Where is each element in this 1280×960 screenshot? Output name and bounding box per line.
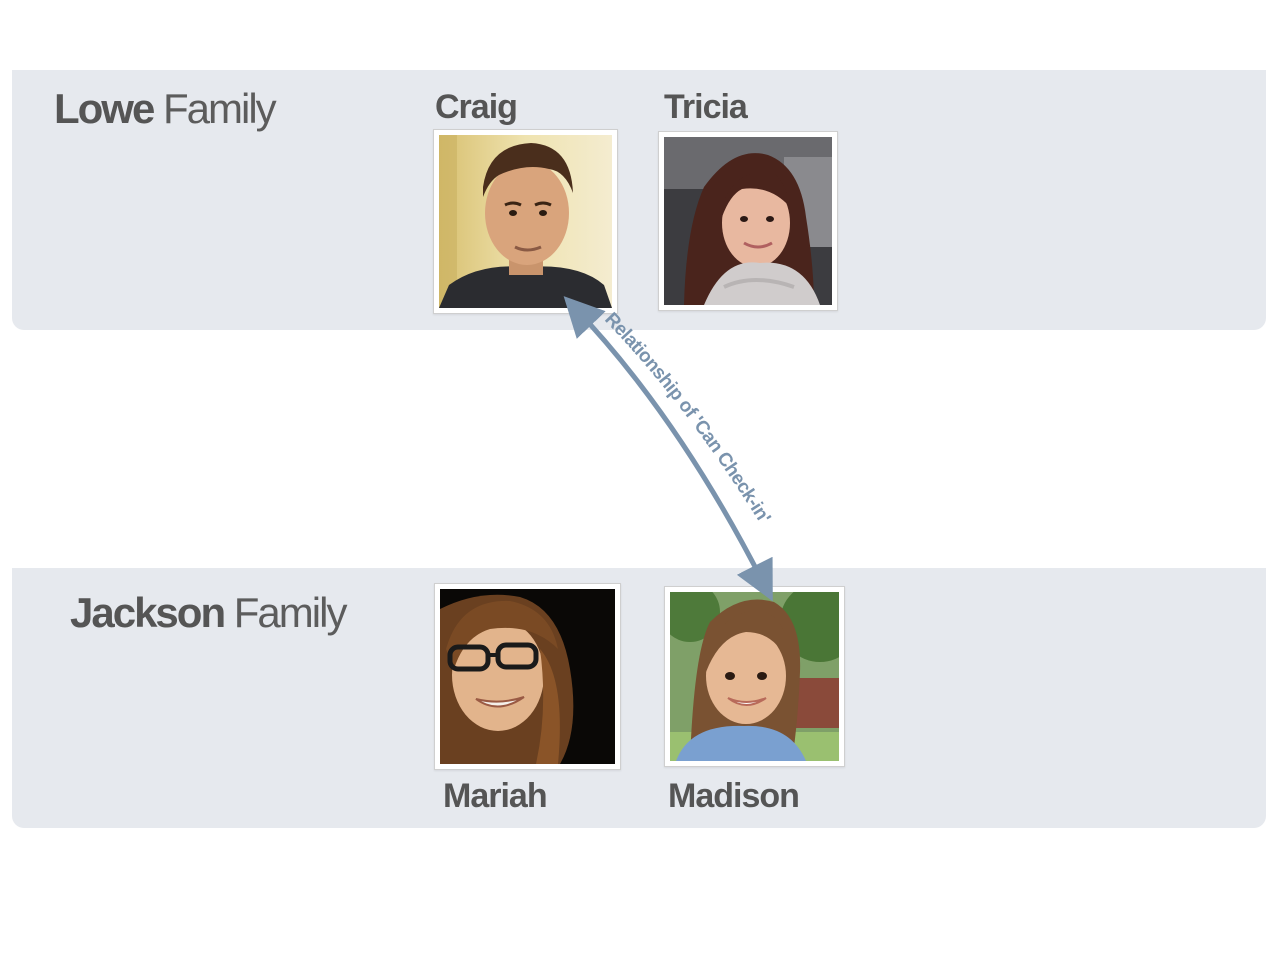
girl-portrait-icon	[670, 592, 839, 761]
member-name-mariah: Mariah	[443, 777, 548, 815]
family-label: Family	[163, 85, 277, 132]
member-name-tricia: Tricia	[664, 88, 748, 126]
family-title-lowe: Lowe Family	[54, 85, 277, 132]
family-surname: Lowe	[54, 85, 155, 132]
family-label: Family	[233, 589, 348, 636]
man-portrait-icon	[439, 135, 612, 308]
relationship-label: Relationship of 'Can Check-in'	[600, 309, 774, 527]
relationship-arrow-line	[563, 296, 773, 602]
family-surname: Jackson	[70, 589, 226, 636]
photo-tricia[interactable]	[658, 131, 838, 311]
member-name-madison: Madison	[668, 777, 800, 815]
relationship-label-text: Relationship of 'Can Check-in'	[600, 309, 774, 527]
woman-portrait-icon	[664, 137, 832, 305]
woman-glasses-portrait-icon	[440, 589, 615, 764]
member-name-craig: Craig	[435, 88, 518, 126]
family-panel-lowe: Lowe Family	[12, 70, 1266, 330]
photo-mariah[interactable]	[434, 583, 621, 770]
photo-madison[interactable]	[664, 586, 845, 767]
family-panel-jackson: Jackson Family	[12, 568, 1266, 828]
family-title-jackson: Jackson Family	[70, 589, 348, 636]
photo-craig[interactable]	[433, 129, 618, 314]
